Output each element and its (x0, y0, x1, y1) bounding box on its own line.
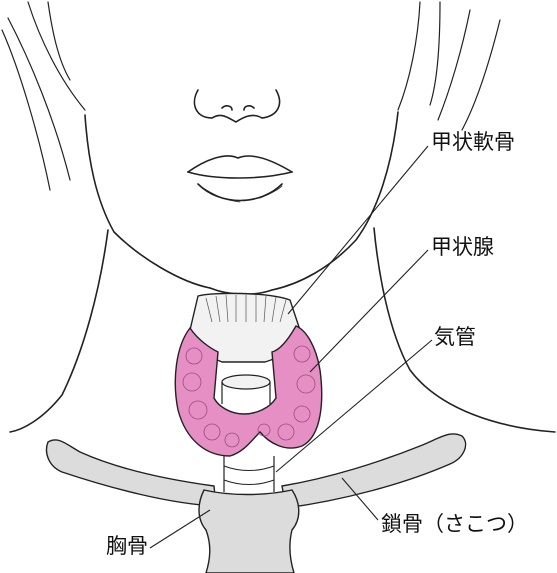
label-trachea: 気管 (434, 327, 476, 348)
clavicle-left-shape (47, 440, 216, 506)
leader-sternum (150, 510, 210, 548)
label-thyroid-cartilage: 甲状軟骨 (431, 132, 515, 153)
hair-right (398, 2, 500, 130)
neck-left (10, 230, 108, 432)
hair-left (2, 2, 85, 190)
label-sternum: 胸骨 (106, 536, 148, 557)
sternum-shape (199, 490, 299, 573)
clavicle-right-shape (282, 434, 466, 508)
label-thyroid-gland: 甲状腺 (431, 237, 494, 258)
nose (194, 90, 279, 122)
leader-thyroid-cartilage (288, 146, 428, 314)
leader-thyroid-gland (310, 250, 428, 372)
mouth (188, 156, 292, 202)
label-clavicle: 鎖骨（さこつ） (381, 514, 528, 535)
